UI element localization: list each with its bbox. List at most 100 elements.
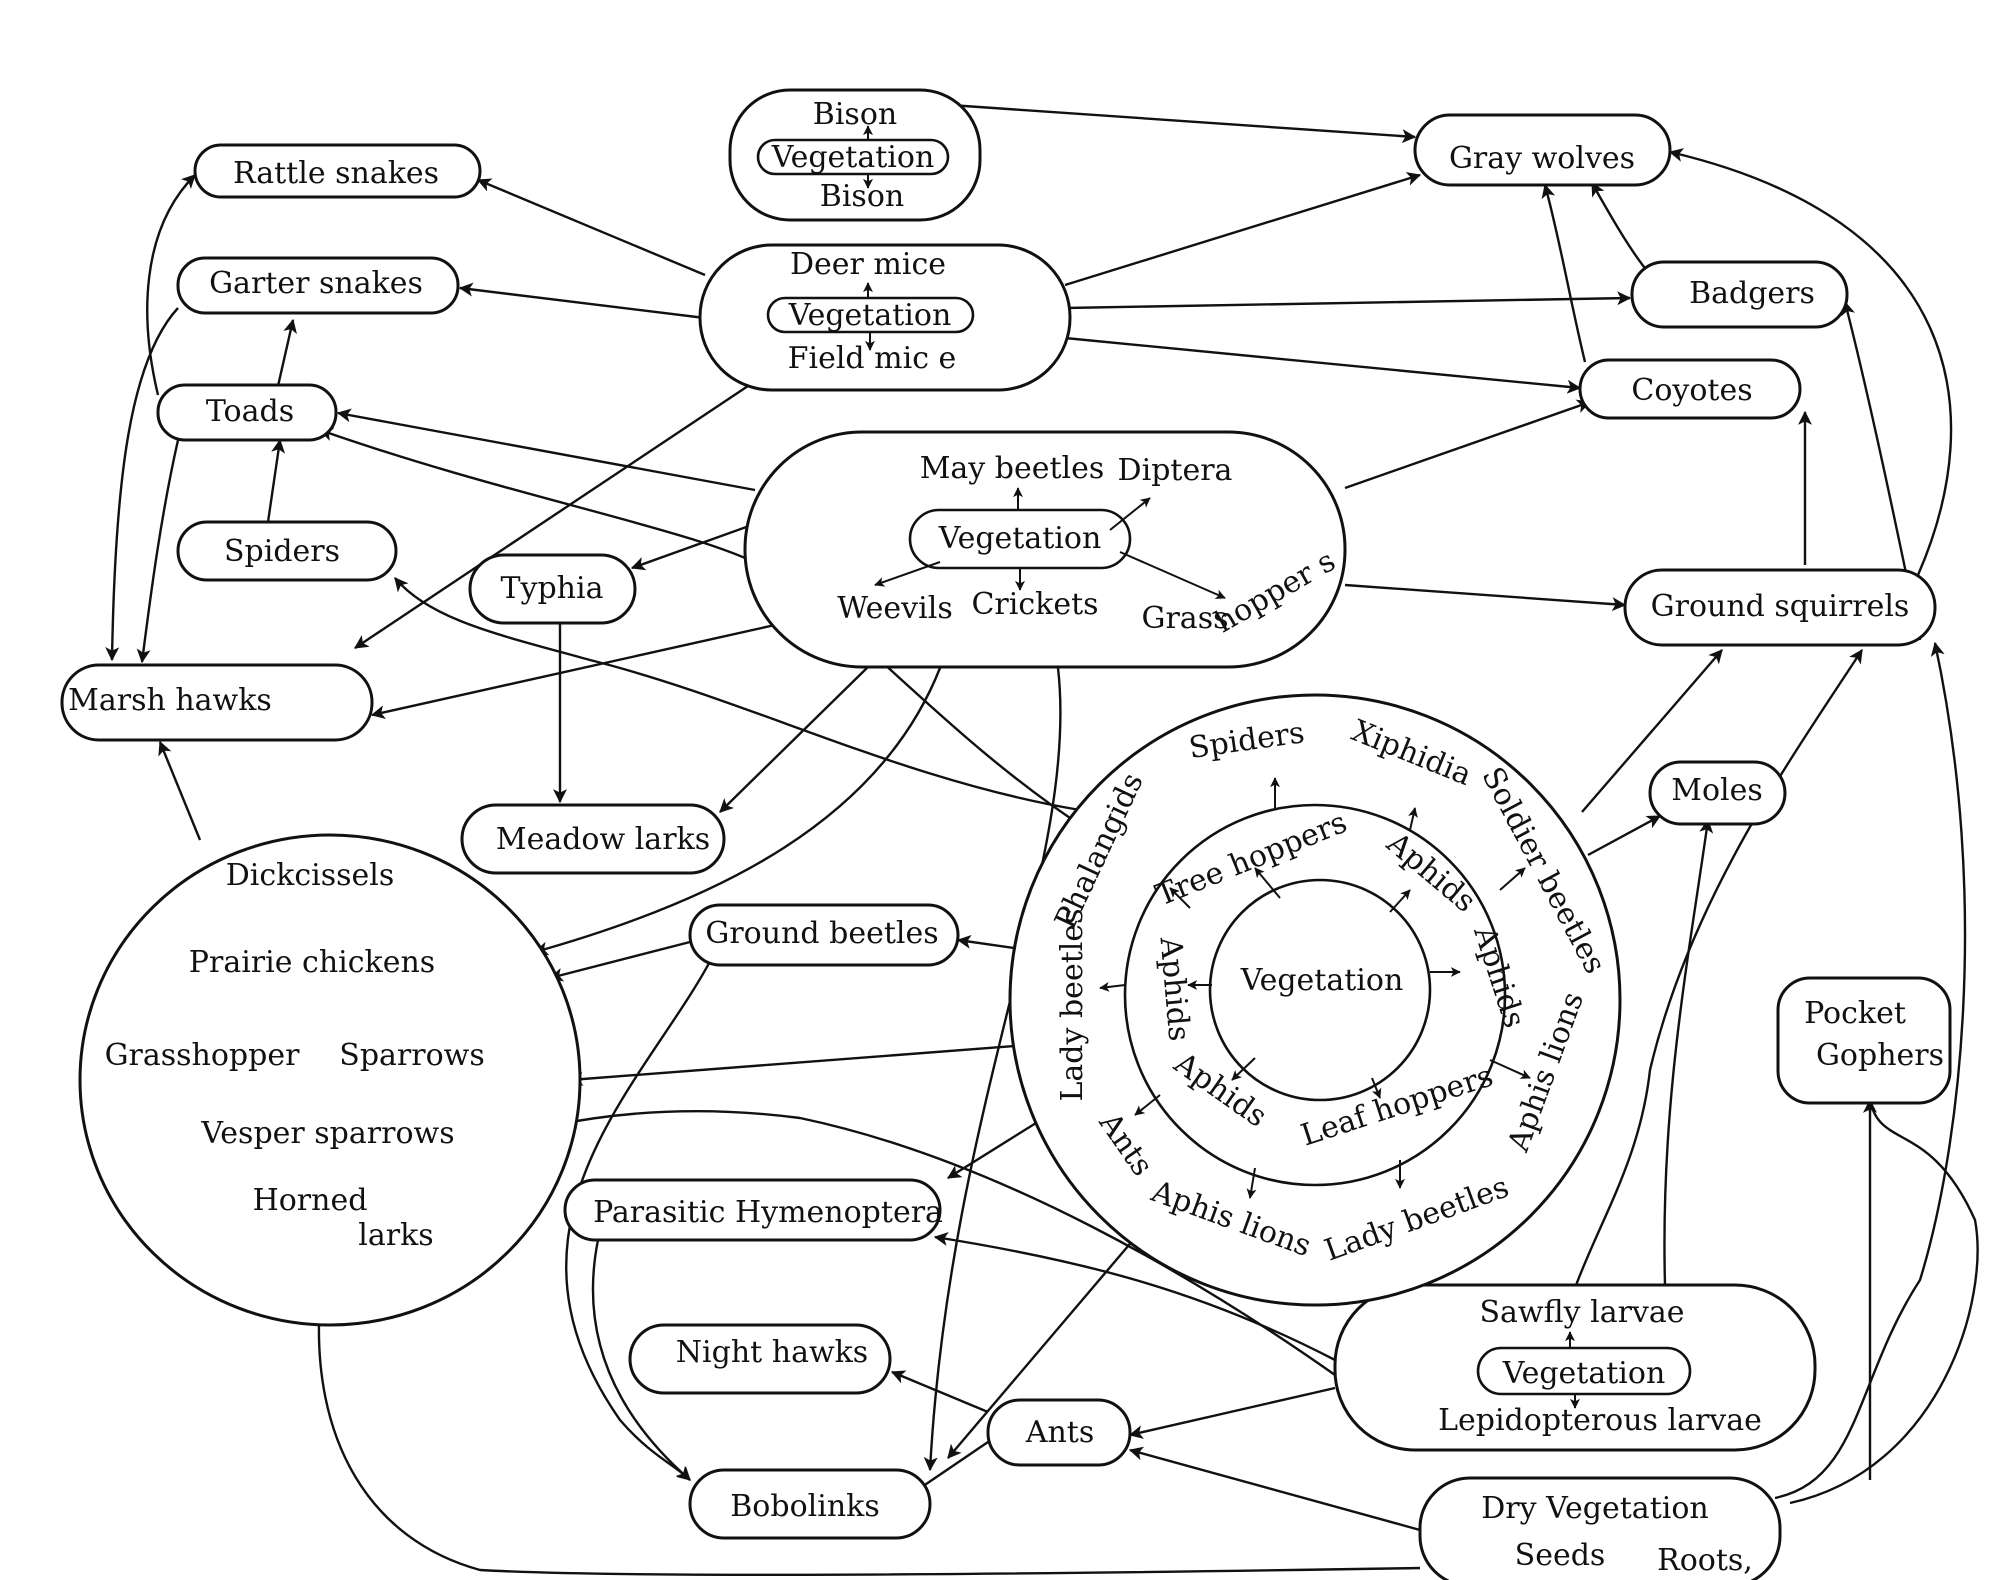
weevils-label: Weevils [837, 591, 952, 626]
sparrows-label: Sparrows [339, 1038, 484, 1073]
gray-wolves-label: Gray wolves [1449, 141, 1635, 176]
ants-label: Ants [1025, 1415, 1094, 1450]
edge-mice-badgers [1064, 291, 1632, 310]
edge-toads-marshhawks [136, 439, 180, 664]
edge-parasitic-bobolinks [591, 1239, 691, 1481]
edge-coyotes-graywolves [1541, 183, 1587, 363]
edge-insects-groundsquirrels [1344, 583, 1627, 612]
node-birds: Dickcissels Prairie chickens Grasshopper… [78, 833, 582, 1327]
prairie-chickens-label: Prairie chickens [189, 945, 435, 980]
edge-groundbeetles-dickcissels [548, 940, 691, 982]
seeds-label: Seeds [1515, 1538, 1606, 1573]
vesper-sparrows-label: Vesper sparrows [200, 1116, 454, 1151]
edge-groundsquirrels-graywolves [1668, 148, 1953, 576]
moles-label: Moles [1671, 773, 1763, 808]
badgers-label: Badgers [1689, 276, 1815, 311]
garter-snakes-label: Garter snakes [209, 266, 423, 301]
node-dry-vegetation: Dry Vegetation Seeds Roots, [1418, 1476, 1782, 1580]
node-bison: Bison Vegetation Bison [728, 88, 982, 222]
edge-circle-dickcissels [568, 1043, 1029, 1087]
parasitic-hymenoptera-label: Parasitic Hymenoptera [593, 1195, 943, 1230]
ground-squirrels-label: Ground squirrels [1651, 589, 1910, 624]
edge-dryveg-groundsquirrels [1774, 641, 1967, 1500]
edge-insects-meadowlarks [719, 664, 871, 813]
node-meadow-larks: Meadow larks [460, 803, 726, 875]
may-beetles-label: May beetles [920, 451, 1105, 486]
dickcissels-label: Dickcissels [226, 858, 395, 893]
edge-spiders-toads [266, 438, 286, 523]
circle-center-label: Vegetation [1240, 963, 1404, 998]
edge-ants-nighthawks [890, 1370, 989, 1414]
rattle-snakes-label: Rattle snakes [233, 156, 439, 191]
crickets-label: Crickets [971, 587, 1098, 622]
edge-larvae-ants [1128, 1386, 1336, 1439]
edge-circle-spiders [394, 577, 1081, 812]
pocket-label: Pocket [1804, 996, 1906, 1031]
grass-hoppers-label-1: Grass [1142, 601, 1229, 636]
spiders-label: Spiders [224, 534, 340, 569]
mice-vegetation-label: Vegetation [788, 298, 952, 333]
edge-mice-gartersnakes [458, 282, 706, 320]
node-pocket-gophers: Pocket Gophers [1776, 976, 1952, 1105]
edge-insects-toads [336, 408, 756, 492]
edge-circle-moles [1587, 814, 1662, 857]
edge-dryveg-ants [1128, 1446, 1421, 1532]
typhia-label: Typhia [501, 571, 604, 606]
dry-vegetation-label: Dry Vegetation [1481, 1491, 1708, 1526]
node-insects: May beetles Diptera Vegetation Weevils C… [743, 430, 1347, 669]
bison-bottom-label: Bison [820, 179, 904, 214]
edge-insects-coyotes [1344, 399, 1592, 490]
node-larvae: Sawfly larvae Vegetation Lepidopterous l… [1333, 1283, 1817, 1452]
edge-toads-gartersnakes [276, 318, 297, 387]
node-moles: Moles [1648, 760, 1787, 826]
edge-insects-marshhawks [370, 623, 776, 720]
edge-dickcissels-marshhawks [158, 740, 202, 841]
edge-mice-rattlesnakes [476, 178, 706, 277]
node-gray-wolves: Gray wolves [1413, 113, 1672, 187]
insect-vegetation-label: Vegetation [938, 521, 1102, 556]
ground-beetles-label: Ground beetles [705, 916, 938, 951]
edge-insects-dickcissels [533, 667, 942, 956]
grasshopper-label: Grasshopper [105, 1038, 301, 1073]
node-mice: Deer mice Vegetation Field mic e [698, 243, 1072, 392]
edge-mice-graywolves [1064, 172, 1422, 287]
sawfly-larvae-label: Sawfly larvae [1479, 1295, 1684, 1330]
node-badgers: Badgers [1630, 260, 1849, 329]
edge-gartersnakes-marshhawks [105, 307, 179, 662]
bobolinks-label: Bobolinks [730, 1489, 879, 1524]
edge-groundbeetles-bobolinks [565, 951, 717, 1481]
edge-circle-groundsquirrels [1581, 649, 1723, 813]
field-mice-label: Field mic e [788, 341, 957, 376]
nodes: Bison Vegetation Bison Gray wolves Rattl… [60, 88, 1952, 1580]
marsh-hawks-label: Marsh hawks [68, 683, 272, 718]
lepidopterous-larvae-label: Lepidopterous larvae [1438, 1403, 1762, 1438]
node-ground-squirrels: Ground squirrels [1623, 568, 1937, 647]
toads-label: Toads [206, 394, 294, 429]
node-marsh-hawks: Marsh hawks [60, 663, 374, 742]
node-garter-snakes: Garter snakes [176, 256, 460, 315]
edge-circle-bobolinks [947, 1231, 1141, 1459]
edge-badgers-graywolves [1590, 181, 1649, 273]
node-coyotes: Coyotes [1578, 358, 1802, 420]
larks-label: larks [358, 1218, 433, 1253]
node-spiders: Spiders [176, 520, 398, 582]
edge-larvae-groundsquirrels [1573, 649, 1864, 1289]
deer-mice-label: Deer mice [790, 247, 946, 282]
edge-larvae-moles [1663, 818, 1714, 1286]
node-night-hawks: Night hawks [628, 1323, 892, 1395]
horned-label: Horned [253, 1183, 368, 1218]
lady-beetles-left-label: Lady beetles [1055, 908, 1090, 1101]
node-typhia: Typhia [468, 553, 637, 625]
node-parasitic-hymenoptera: Parasitic Hymenoptera [563, 1178, 943, 1242]
bison-vegetation-label: Vegetation [771, 140, 935, 175]
coyotes-label: Coyotes [1631, 373, 1752, 408]
edge-dryveg-dickcissels [312, 1298, 1421, 1576]
node-insect-circle: Vegetation Tree hoppers Aphids Aphids Ap… [1008, 693, 1622, 1307]
edge-larvae-parasitic [933, 1232, 1336, 1362]
edge-larvae-dickcissels [553, 1109, 1336, 1376]
node-ground-beetles: Ground beetles [688, 903, 960, 967]
diptera-label: Diptera [1118, 453, 1233, 488]
edge-bison-graywolves [949, 103, 1417, 144]
gophers-label: Gophers [1816, 1038, 1944, 1073]
node-toads: Toads [156, 383, 338, 442]
